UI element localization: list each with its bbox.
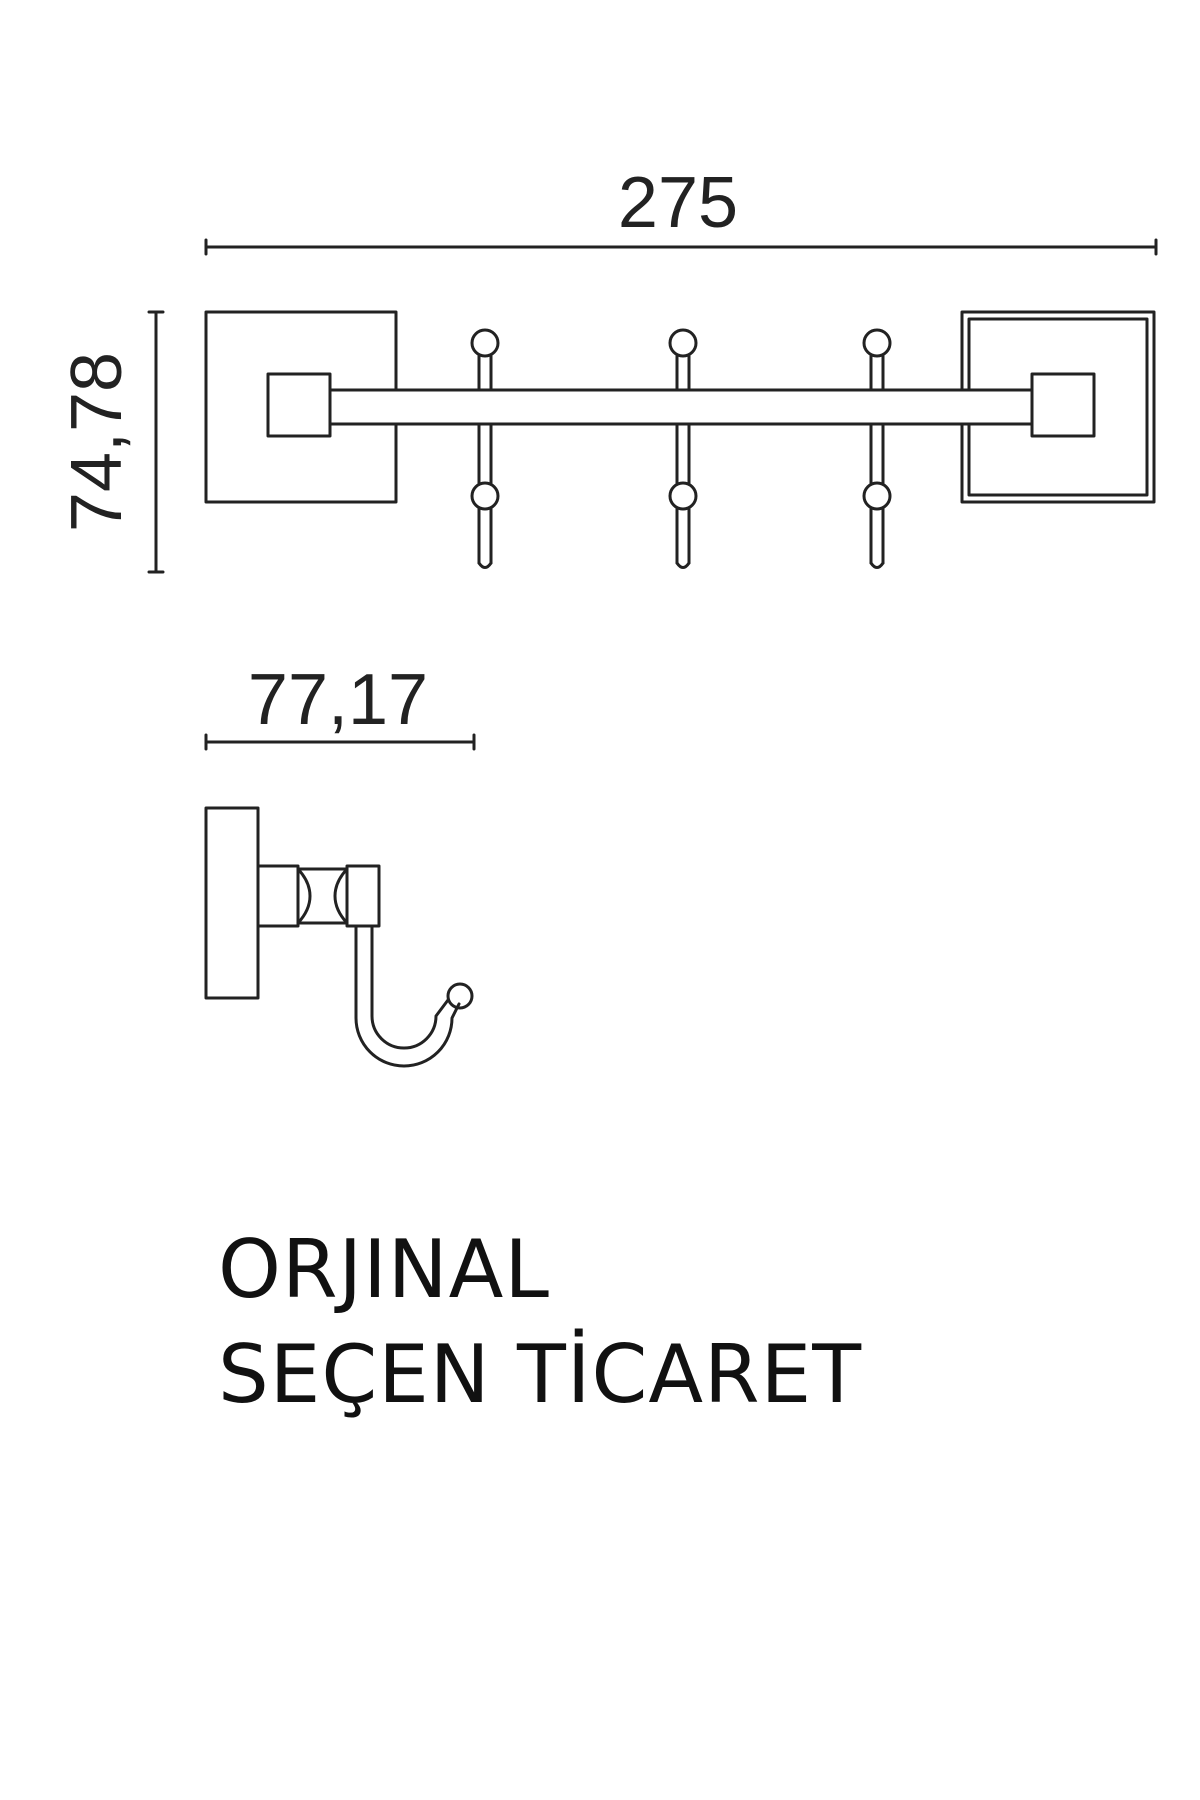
height-dimension-line <box>147 310 165 574</box>
side-hook-ball <box>446 982 474 1010</box>
rail-bar <box>328 388 1034 426</box>
width-label: 275 <box>618 163 738 243</box>
side-base-block <box>256 864 300 928</box>
hook-1 <box>470 328 500 569</box>
side-view <box>204 806 474 1068</box>
height-label: 74,78 <box>57 352 137 532</box>
right-end-block <box>1030 372 1096 438</box>
caption-line-2: SEÇEN TİCARET <box>218 1328 863 1421</box>
left-end-block <box>266 372 332 438</box>
hook-3 <box>862 328 892 569</box>
caption-line-1: ORJINAL <box>218 1223 550 1316</box>
side-neck <box>296 867 312 925</box>
side-front-block <box>345 864 381 928</box>
hook-2 <box>668 328 698 569</box>
depth-label: 77,17 <box>248 660 428 740</box>
width-dimension-line <box>204 238 1158 256</box>
front-view <box>204 310 1156 569</box>
side-wall-plate <box>204 806 260 1000</box>
side-hook-arm <box>354 924 461 1068</box>
depth-dimension-line <box>204 733 476 751</box>
